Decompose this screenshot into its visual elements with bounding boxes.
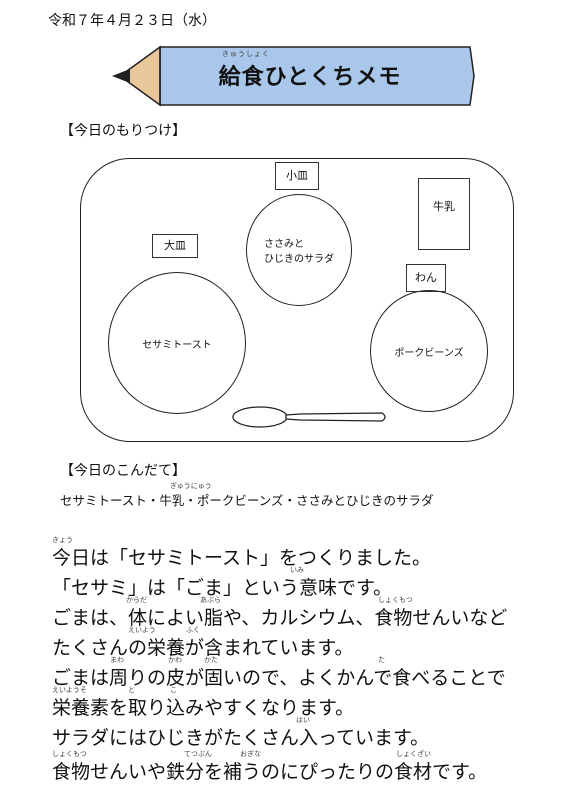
tray-section-heading: 【今日のもりつけ】: [60, 123, 187, 139]
ruby-tetsubun: てつぶん: [184, 750, 212, 758]
menu-ruby-milk: ぎゅうにゅう: [170, 482, 212, 490]
small-plate-label: 小皿: [275, 162, 319, 190]
title-ruby: きゅうしょく: [222, 50, 270, 58]
ruby-fuku: ふく: [186, 626, 200, 634]
large-plate-label: 大皿: [152, 234, 198, 258]
beans-bowl: ポークビーンズ: [370, 290, 488, 412]
body-line-5: ごまは周りの皮が固いので、よくかんで食べることで: [52, 667, 506, 689]
date-text: 令和７年４月２３日（水）: [48, 13, 216, 29]
body-line-3: ごまは、体によい脂や、カルシウム、食物せんいなど: [52, 607, 508, 629]
tray-diagram: [80, 158, 514, 442]
spoon-icon: [232, 406, 386, 428]
toast-plate: セサミトースト: [108, 272, 246, 414]
ruby-abura: あぶら: [200, 596, 221, 604]
ruby-imi: いみ: [290, 566, 304, 574]
beans-label: ポークビーンズ: [394, 347, 464, 359]
ruby-eiyouso: えいようそ: [52, 686, 87, 694]
ruby-kata: かた: [204, 656, 218, 664]
body-line-7: サラダにはひじきがたくさん入っています。: [52, 727, 430, 749]
body-line-2: 「セサミ」は「ごま」という意味です。: [52, 577, 393, 599]
ruby-shokumotsu-2: しょくもつ: [52, 750, 87, 758]
ruby-kawa: かわ: [168, 656, 182, 664]
ruby-eiyou: えいよう: [128, 626, 156, 634]
ruby-kyou: きょう: [52, 536, 73, 544]
salad-label-line2: ひじきのサラダ: [264, 254, 334, 265]
menu-list: セサミトースト・牛乳・ポークビーンズ・ささみとひじきのサラダ: [60, 493, 434, 508]
ruby-karada: からだ: [126, 596, 147, 604]
ruby-ko: こ: [170, 686, 177, 694]
ruby-mawa: まわ: [110, 656, 124, 664]
ruby-ogina: おぎな: [240, 750, 261, 758]
ruby-shokumotsu: しょくもつ: [378, 596, 413, 604]
body-line-6: 栄養素を取り込みやすくなります。: [52, 697, 355, 719]
bowl-label: わん: [406, 264, 446, 292]
body-line-4: たくさんの栄養が含まれています。: [52, 637, 354, 659]
pencil-banner-graphic: [112, 45, 475, 107]
body-line-8: 食物せんいや鉄分を補うのにぴったりの食材です。: [52, 761, 488, 783]
page-title: 給食ひとくちメモ: [218, 65, 402, 90]
ruby-hai: はい: [296, 716, 310, 724]
salad-plate: ささみと ひじきのサラダ: [246, 194, 352, 306]
salad-label-line1: ささみと: [264, 239, 304, 250]
toast-label: セサミトースト: [142, 339, 212, 351]
ruby-shokuzai: しょくざい: [396, 750, 431, 758]
body-line-1: 今日は「セサミトースト」をつくりました。: [52, 547, 432, 569]
ruby-ta: た: [378, 656, 385, 664]
ruby-to: と: [128, 686, 135, 694]
milk-box: 牛乳: [418, 178, 470, 250]
menu-section-heading: 【今日のこんだて】: [60, 463, 186, 479]
